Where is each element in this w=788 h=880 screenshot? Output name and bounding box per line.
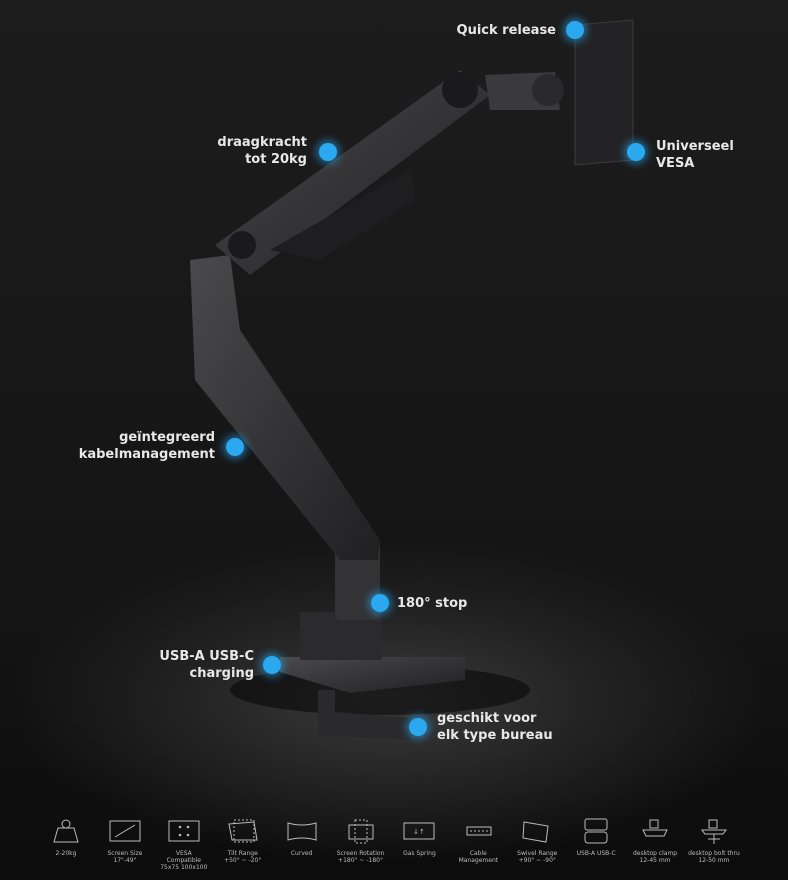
weight-icon (53, 819, 79, 843)
clamp-icon (642, 819, 668, 837)
spec-label-line: desktop clamp (632, 850, 678, 857)
spec-label: Gas Spring (403, 850, 436, 857)
spec-label: USB-A USB-C (577, 850, 616, 857)
rotation-icon (348, 819, 374, 844)
spec-label-line: VESA Compatible (166, 850, 201, 864)
label-line: Universeel (656, 139, 734, 154)
label-line: draagkracht (217, 135, 307, 150)
cable-icon (466, 826, 492, 836)
label-line: charging (189, 666, 254, 681)
hotspot-usb[interactable] (263, 656, 281, 674)
spec-label-line: 12-50 mm (698, 857, 730, 864)
spec-label-line: +180° ~ -180° (338, 857, 383, 864)
spec-label: Curved (291, 850, 313, 857)
svg-text:↓↑: ↓↑ (414, 828, 426, 836)
label-load-capacity: draagkracht tot 20kg (217, 134, 307, 168)
spec-item: ↓↑ Gas Spring (393, 818, 445, 871)
hotspot-load-capacity[interactable] (319, 143, 337, 161)
spec-item: Tilt Range+50° ~ -20° (217, 818, 269, 871)
label-desk: geschikt voor elk type bureau (437, 710, 553, 744)
hotspot-vesa[interactable] (627, 143, 645, 161)
spec-label-line: desktop bolt thru (688, 850, 740, 857)
spec-label-line: 17"-49" (113, 857, 137, 864)
spec-label-line: 75x75 100x100 (160, 864, 208, 871)
spec-item: USB-A USB-C (570, 818, 622, 871)
spec-item: 2-20kg (40, 818, 92, 871)
tilt-icon (228, 819, 258, 843)
hotspot-cable-management[interactable] (226, 438, 244, 456)
spec-label-line: Screen Size (107, 850, 143, 857)
spec-label: Swivel Range+90° ~ -90° (517, 850, 557, 864)
spec-label: Tilt Range+50° ~ -20° (224, 850, 261, 864)
label-180-stop: 180° stop (397, 596, 468, 611)
spec-label: 2-20kg (56, 850, 77, 857)
label-line: VESA (656, 156, 695, 171)
spec-label-line: Gas Spring (403, 850, 436, 857)
label-line: tot 20kg (245, 152, 307, 167)
spec-item: Screen Rotation+180° ~ -180° (335, 818, 387, 871)
spec-label-line: Swivel Range (517, 850, 558, 857)
hotspot-desk[interactable] (409, 718, 427, 736)
label-line: kabelmanagement (78, 447, 215, 462)
label-line: USB-A USB-C (159, 649, 254, 664)
label-line: geschikt voor (437, 711, 537, 726)
spec-label-line: Curved (290, 850, 313, 857)
spec-label: Screen Rotation+180° ~ -180° (337, 850, 385, 864)
spec-item: Swivel Range+90° ~ -90° (511, 818, 563, 871)
spec-label-line: Management (458, 857, 499, 864)
label-quick-release: Quick release (456, 23, 556, 38)
spec-label-line: Cable (469, 850, 487, 857)
bolt-icon (700, 819, 727, 844)
spec-label-line: 12-45 mm (639, 857, 671, 864)
screen-size-icon (109, 820, 141, 842)
swivel-icon (522, 821, 549, 843)
label-cable-management: geïntegreerd kabelmanagement (79, 429, 215, 463)
gas-spring-icon: ↓↑ (403, 822, 435, 840)
label-line: geïntegreerd (119, 430, 215, 445)
usb-icon (584, 818, 608, 844)
spec-label-line: Screen Rotation (336, 850, 385, 857)
spec-label-line: +90° ~ -90° (518, 857, 556, 864)
spec-label-line: Tilt Range (227, 850, 258, 857)
spec-item: Curved (276, 818, 328, 871)
vesa-icon (168, 820, 200, 842)
hotspot-quick-release[interactable] (566, 21, 584, 39)
curved-icon (287, 822, 317, 841)
spec-label-line: +50° ~ -20° (224, 857, 262, 864)
spec-label-line: 2-20kg (55, 850, 77, 857)
hotspot-180-stop[interactable] (371, 594, 389, 612)
spec-label-line: USB-A USB-C (576, 850, 616, 857)
label-usb: USB-A USB-C charging (159, 648, 254, 682)
label-line: elk type bureau (437, 728, 553, 743)
